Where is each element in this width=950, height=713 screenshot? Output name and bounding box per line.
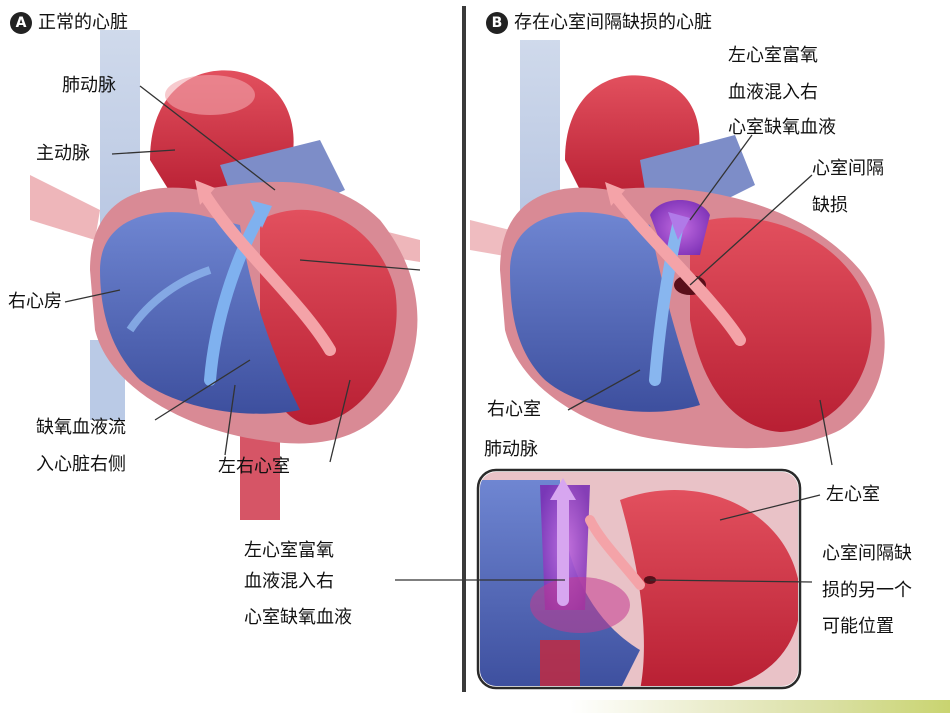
panel-divider bbox=[462, 6, 466, 692]
label-deoxy-line1: 缺氧血液流 bbox=[36, 417, 126, 438]
label-pulmonary-artery-b: 肺动脉 bbox=[484, 439, 538, 460]
label-alt-line3: 可能位置 bbox=[822, 616, 894, 637]
decorative-leaf bbox=[570, 700, 950, 713]
label-mix-line2: 血液混入右 bbox=[728, 82, 818, 103]
panel-b-leaders bbox=[395, 134, 833, 583]
label-right-atrium-a: 右心房 bbox=[8, 291, 62, 312]
panel-a-badge: A bbox=[10, 12, 32, 34]
panel-b-badge: B bbox=[486, 12, 508, 34]
label-inset-line1: 左心室富氧 bbox=[244, 540, 334, 561]
panel-b-heart bbox=[470, 40, 885, 449]
label-inset-line2: 血液混入右 bbox=[244, 571, 334, 592]
label-alt-line1: 心室间隔缺 bbox=[822, 543, 912, 564]
panel-a-title: 正常的心脏 bbox=[38, 12, 128, 33]
panel-a-heart bbox=[30, 30, 420, 520]
label-right-ventricle-b: 右心室 bbox=[487, 399, 541, 420]
label-ventricles-a: 左右心室 bbox=[218, 456, 290, 477]
label-alt-line2: 损的另一个 bbox=[822, 580, 912, 601]
label-deoxy-line2: 入心脏右侧 bbox=[36, 454, 126, 475]
label-mix-line3: 心室缺氧血液 bbox=[728, 117, 836, 138]
panel-b-title: 存在心室间隔缺损的心脏 bbox=[514, 12, 712, 33]
panel-a-leaders bbox=[64, 85, 421, 463]
label-mix-line1: 左心室富氧 bbox=[728, 45, 818, 66]
label-aorta-a: 主动脉 bbox=[36, 143, 90, 164]
label-left-ventricle-b: 左心室 bbox=[826, 484, 880, 505]
label-vsd-line1: 心室间隔 bbox=[812, 158, 884, 179]
label-pulmonary-artery-a: 肺动脉 bbox=[62, 75, 116, 96]
inset-box bbox=[476, 468, 802, 690]
label-vsd-line2: 缺损 bbox=[812, 195, 848, 216]
label-inset-line3: 心室缺氧血液 bbox=[244, 607, 352, 628]
